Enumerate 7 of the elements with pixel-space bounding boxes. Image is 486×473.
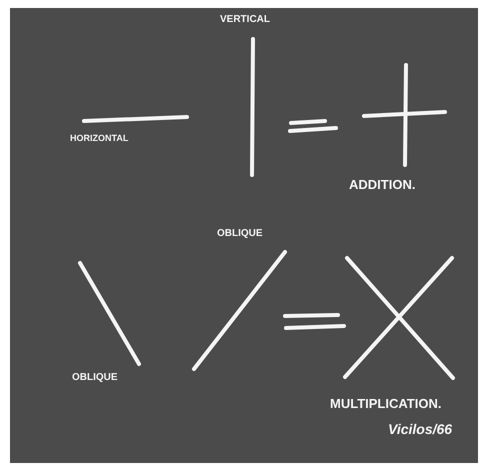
- line-label: OBLIQUE: [72, 373, 118, 383]
- signature: Vicilos/66: [388, 422, 452, 436]
- line-label: OBLIQUE: [217, 229, 263, 239]
- line-label: VERTICAL: [220, 15, 270, 25]
- line-label: HORIZONTAL: [70, 134, 128, 143]
- operation-label: MULTIPLICATION.: [330, 397, 442, 410]
- operation-label: ADDITION.: [349, 178, 416, 191]
